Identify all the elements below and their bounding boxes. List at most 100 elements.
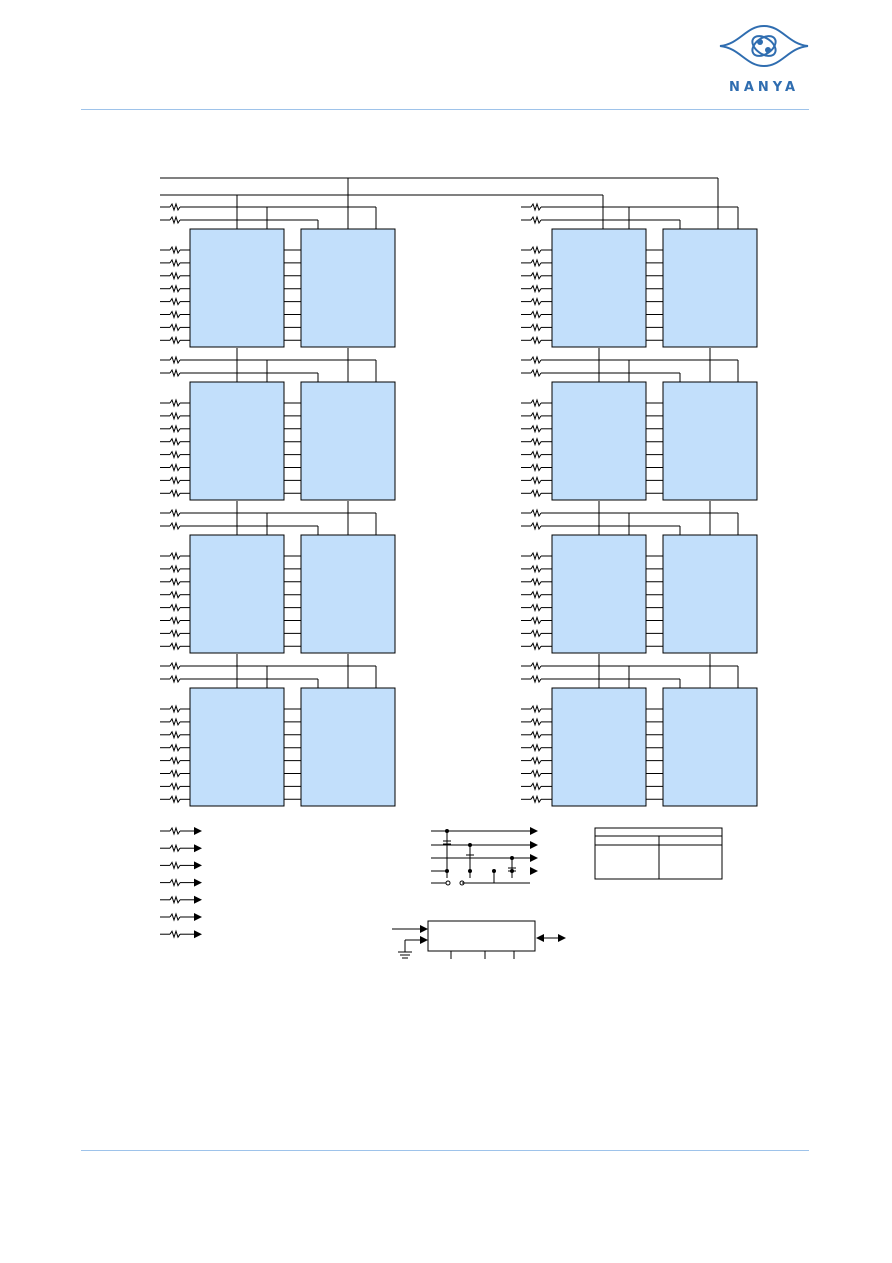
- resistor-icon: [530, 661, 542, 671]
- resistor-icon: [169, 878, 181, 888]
- arrow-icon: [194, 878, 202, 887]
- resistor-icon: [530, 508, 542, 518]
- resistor-icon: [530, 521, 542, 531]
- resistor-icon: [530, 615, 542, 626]
- memory-chip: [551, 228, 647, 348]
- resistor-icon: [530, 424, 542, 434]
- resistor-icon: [530, 258, 542, 268]
- arrow-right-icon: [558, 934, 566, 942]
- arrow-icon: [530, 827, 538, 835]
- arrow-icon: [530, 867, 538, 875]
- arrow-icon: [194, 827, 202, 835]
- resistor-icon: [169, 508, 181, 518]
- memory-chip: [551, 534, 647, 654]
- resistor-icon: [530, 794, 542, 804]
- resistor-icon: [169, 475, 181, 485]
- resistor-icon: [530, 781, 542, 791]
- resistor-icon: [169, 929, 181, 939]
- arrow-icon: [194, 895, 202, 904]
- resistor-icon: [169, 488, 181, 498]
- resistor-icon: [530, 756, 542, 766]
- resistor-icon: [530, 488, 542, 498]
- resistor-icon: [530, 674, 542, 684]
- resistor-icon: [530, 309, 542, 320]
- resistor-icon: [169, 704, 181, 714]
- resistor-icon: [530, 284, 542, 294]
- resistor-icon: [169, 355, 181, 365]
- resistor-icon: [530, 603, 542, 613]
- resistor-icon: [530, 628, 542, 638]
- resistor-icon: [169, 843, 181, 853]
- footer-rule: [81, 1150, 809, 1151]
- memory-chip: [300, 534, 396, 654]
- resistor-icon: [530, 202, 542, 212]
- resistor-icon: [530, 704, 542, 714]
- memory-chip: [189, 534, 285, 654]
- resistor-icon: [530, 577, 542, 587]
- resistor-icon: [169, 297, 181, 307]
- resistor-icon: [530, 590, 542, 600]
- memory-chip: [300, 381, 396, 501]
- resistor-icon: [530, 462, 542, 473]
- arrow-icon: [420, 936, 428, 944]
- resistor-icon: [169, 794, 181, 804]
- resistor-icon: [530, 475, 542, 485]
- spd-block: [427, 920, 536, 952]
- resistor-icon: [169, 424, 181, 434]
- switch-contact: [445, 880, 451, 886]
- resistor-icon: [530, 768, 542, 779]
- resistor-icon: [169, 368, 181, 378]
- arrow-icon: [194, 913, 202, 921]
- arrow-left-icon: [536, 934, 544, 942]
- resistor-icon: [169, 743, 181, 753]
- resistor-icon: [169, 245, 181, 255]
- resistor-icon: [530, 730, 542, 740]
- memory-chip: [189, 228, 285, 348]
- nanya-emblem-icon: [719, 24, 809, 68]
- resistor-icon: [169, 258, 181, 268]
- resistor-icon: [530, 368, 542, 378]
- arrow-icon: [194, 930, 202, 939]
- resistor-icon: [530, 743, 542, 753]
- resistor-icon: [169, 615, 181, 626]
- logo-text: NANYA: [728, 80, 800, 95]
- arrow-icon: [420, 925, 428, 933]
- resistor-icon: [530, 564, 542, 574]
- resistor-icon: [530, 355, 542, 365]
- resistor-icon: [169, 202, 181, 212]
- resistor-icon: [530, 437, 542, 447]
- resistor-icon: [169, 603, 181, 613]
- resistor-icon: [530, 215, 542, 225]
- memory-chip: [662, 228, 758, 348]
- arrow-icon: [194, 861, 202, 870]
- nanya-logo: NANYA: [716, 24, 812, 96]
- junction-dot: [468, 869, 472, 873]
- resistor-icon: [169, 411, 181, 421]
- arrow-icon: [194, 844, 202, 853]
- switch-contact: [459, 880, 465, 886]
- resistor-icon: [169, 462, 181, 473]
- resistor-icon: [530, 398, 542, 408]
- resistor-icon: [169, 756, 181, 766]
- resistor-icon: [169, 577, 181, 587]
- resistor-icon: [530, 641, 542, 651]
- resistor-icon: [530, 297, 542, 307]
- resistor-icon: [530, 322, 542, 332]
- arrow-icon: [530, 854, 538, 862]
- resistor-icon: [169, 450, 181, 460]
- resistor-icon: [169, 768, 181, 779]
- resistor-icon: [169, 309, 181, 320]
- resistor-icon: [169, 437, 181, 447]
- resistor-icon: [530, 551, 542, 561]
- resistor-icon: [169, 322, 181, 332]
- header-rule: [81, 109, 809, 110]
- resistor-icon: [530, 245, 542, 255]
- resistor-icon: [530, 717, 542, 727]
- arrow-icon: [530, 841, 538, 849]
- resistor-icon: [530, 411, 542, 421]
- resistor-icon: [169, 335, 181, 345]
- resistor-icon: [530, 335, 542, 345]
- resistor-icon: [530, 271, 542, 281]
